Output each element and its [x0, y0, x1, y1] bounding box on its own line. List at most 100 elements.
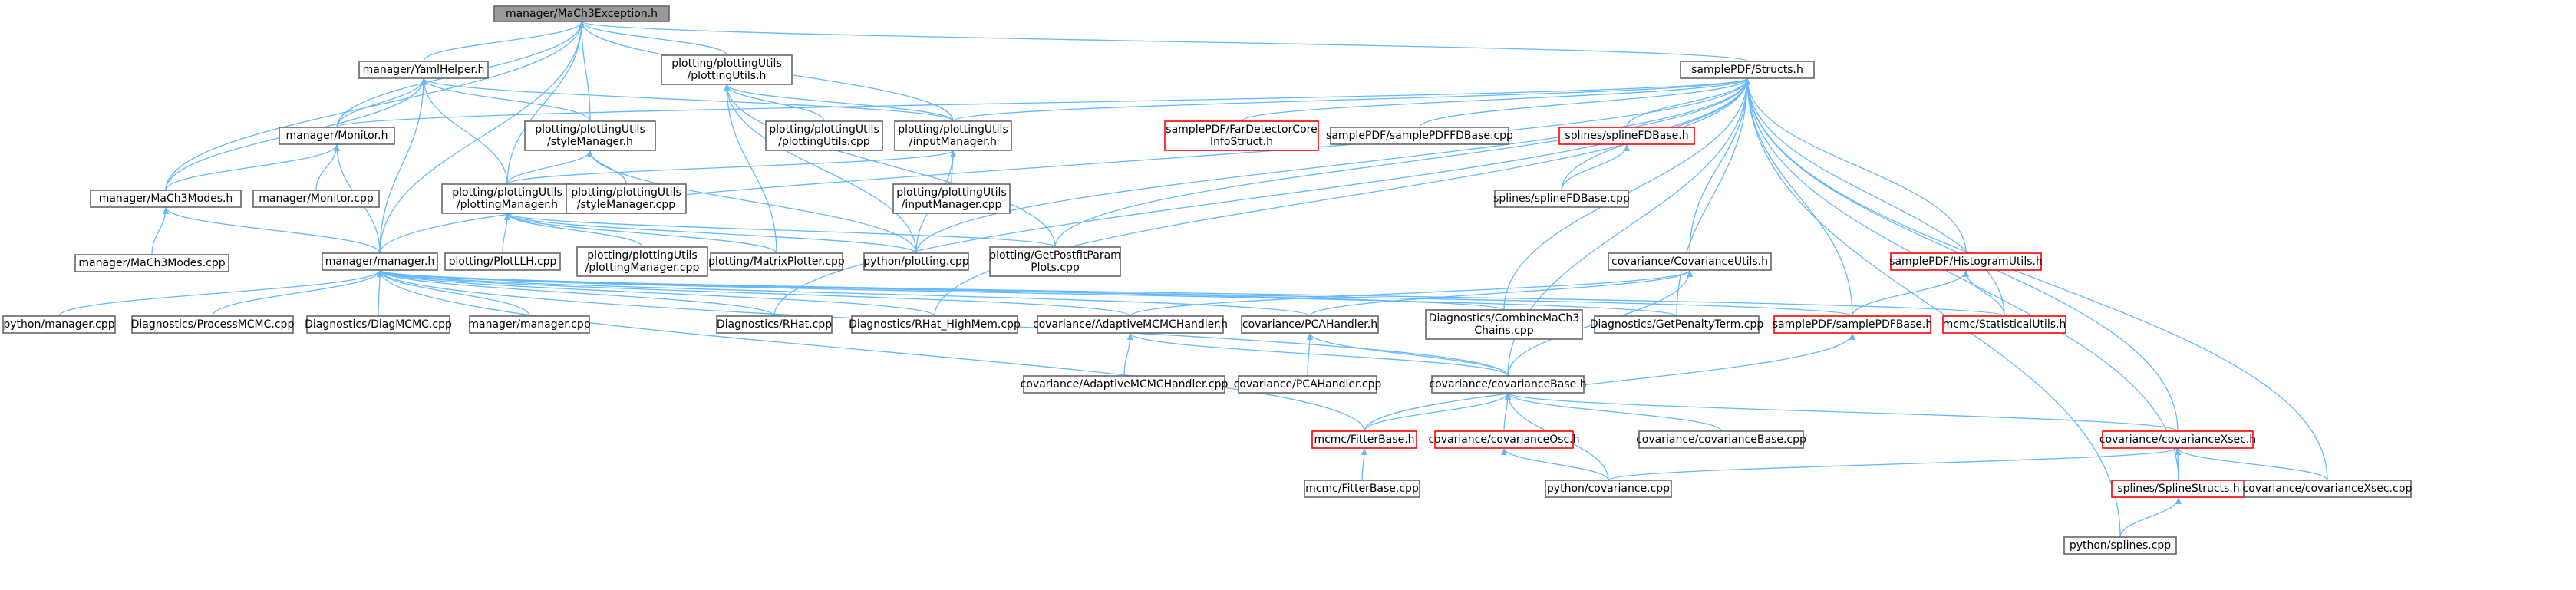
- node-covbase_h[interactable]: covariance/covarianceBase.h: [1429, 375, 1587, 394]
- node-procmcmc[interactable]: Diagnostics/ProcessMCMC.cpp: [131, 315, 295, 334]
- node-box: [1494, 190, 1629, 208]
- edge-manager_h-to-rhat: [377, 269, 775, 317]
- node-label: covariance/covarianceXsec.h: [2099, 433, 2256, 446]
- edge-structs-to-fardet: [1241, 77, 1750, 122]
- node-monitor_h[interactable]: manager/Monitor.h: [279, 127, 395, 145]
- node-label: manager/MaCh3Exception.h: [506, 8, 658, 20]
- node-box: [1304, 480, 1420, 498]
- node-box: [1311, 430, 1417, 449]
- node-label: covariance/covarianceOsc.h: [1428, 433, 1579, 446]
- node-box: [90, 190, 242, 208]
- node-label: Diagnostics/CombineMaCh3: [1429, 312, 1579, 325]
- node-sm_cpp[interactable]: plotting/plottingUtils/styleManager.cpp: [566, 183, 687, 214]
- node-box: [1545, 480, 1672, 498]
- node-box: [989, 246, 1121, 277]
- node-box: [892, 183, 1011, 214]
- node-spdfbase_h[interactable]: samplePDF/samplePDFBase.h: [1773, 315, 1932, 334]
- node-monitor_cpp[interactable]: manager/Monitor.cpp: [252, 190, 380, 208]
- node-label: plotting/plottingUtils: [769, 124, 879, 136]
- node-adaptive_h[interactable]: covariance/AdaptiveMCMCHandler.h: [1033, 315, 1228, 334]
- edge-structs-to-pysplines: [1744, 77, 2121, 538]
- node-modes_cpp[interactable]: manager/MaCh3Modes.cpp: [74, 254, 229, 272]
- edge-yamlhelper-to-sm_h: [421, 77, 591, 122]
- node-box: [863, 252, 969, 271]
- node-covxsec_cpp[interactable]: covariance/covarianceXsec.cpp: [2243, 480, 2413, 498]
- node-matrixplotter[interactable]: plotting/MatrixPlotter.cpp: [708, 252, 845, 271]
- node-box: [1330, 127, 1509, 145]
- node-yamlhelper[interactable]: manager/YamlHelper.h: [358, 61, 489, 79]
- node-im_h[interactable]: plotting/plottingUtils/inputManager.h: [894, 120, 1012, 151]
- edge-manager_h-to-pymanager: [58, 269, 383, 317]
- edge-structs-to-rhat_hm: [934, 77, 1750, 317]
- node-label: covariance/CovarianceUtils.h: [1611, 255, 1768, 268]
- node-label: plotting/plottingUtils: [898, 124, 1008, 136]
- nodes-layer: manager/MaCh3Exception.h manager/YamlHelp…: [2, 5, 2413, 555]
- node-rhat_hm[interactable]: Diagnostics/RHat_HighMem.cpp: [849, 315, 1021, 334]
- edge-monitor_h-to-modes_h: [165, 143, 340, 191]
- node-box: [2102, 430, 2254, 449]
- node-label: python/plotting.cpp: [863, 255, 969, 268]
- node-splinefd_h[interactable]: splines/splineFDBase.h: [1558, 127, 1695, 145]
- node-box: [1434, 430, 1574, 449]
- edge-pu_h-to-getpostfit: [724, 84, 1056, 248]
- node-box: [2, 315, 116, 334]
- node-diagmcmc[interactable]: Diagnostics/DiagMCMC.cpp: [305, 315, 452, 334]
- node-rhat[interactable]: Diagnostics/RHat.cpp: [716, 315, 833, 334]
- node-statutils[interactable]: mcmc/StatisticalUtils.h: [1942, 315, 2066, 334]
- node-covbase_cpp[interactable]: covariance/covarianceBase.cpp: [1636, 430, 1806, 449]
- node-pu_h[interactable]: plotting/plottingUtils/plottingUtils.h: [661, 54, 793, 85]
- node-pm_h[interactable]: plotting/plottingUtils/plottingManager.h: [441, 183, 573, 214]
- node-plotllh[interactable]: plotting/PlotLLH.cpp: [444, 252, 561, 271]
- edge-pm_h-to-getpostfit: [504, 213, 1056, 248]
- node-pca_h[interactable]: covariance/PCAHandler.h: [1241, 315, 1379, 334]
- node-pycov[interactable]: python/covariance.cpp: [1545, 480, 1672, 498]
- node-pyplotting[interactable]: python/plotting.cpp: [863, 252, 969, 271]
- node-covutils[interactable]: covariance/CovarianceUtils.h: [1608, 252, 1772, 271]
- node-histutils[interactable]: samplePDF/HistogramUtils.h: [1889, 252, 2043, 271]
- node-label: plotting/GetPostfitParam: [989, 249, 1121, 262]
- node-label: covariance/AdaptiveMCMCHandler.cpp: [1021, 378, 1229, 391]
- node-covxsec_h[interactable]: covariance/covarianceXsec.h: [2099, 430, 2256, 449]
- node-im_cpp[interactable]: plotting/plottingUtils/inputManager.cpp: [892, 183, 1011, 214]
- node-pymanager[interactable]: python/manager.cpp: [2, 315, 116, 334]
- node-splinefd_cpp[interactable]: splines/splineFDBase.cpp: [1493, 190, 1630, 208]
- node-fitterbase_cpp[interactable]: mcmc/FitterBase.cpp: [1304, 480, 1420, 498]
- node-spfdbase_cpp[interactable]: samplePDF/samplePDFFDBase.cpp: [1326, 127, 1513, 145]
- node-sm_h[interactable]: plotting/plottingUtils/styleManager.h: [524, 120, 656, 151]
- node-pysplines[interactable]: python/splines.cpp: [2063, 536, 2177, 555]
- edge-covbase_h-to-covosc_h: [1503, 392, 1511, 432]
- edge-root-to-modes_h: [165, 21, 585, 191]
- node-pm_cpp[interactable]: plotting/plottingUtils/plottingManager.c…: [576, 246, 708, 277]
- edge-root-to-pm_h: [506, 21, 585, 185]
- node-box: [74, 254, 229, 272]
- node-manager_h[interactable]: manager/manager.h: [322, 252, 438, 271]
- node-label: plotting/plottingUtils: [452, 186, 562, 199]
- node-structs[interactable]: samplePDF/Structs.h: [1680, 61, 1815, 79]
- edge-pu_h-to-pu_cpp: [724, 84, 825, 122]
- node-manager_cpp[interactable]: manager/manager.cpp: [468, 315, 591, 334]
- node-penalty[interactable]: Diagnostics/GetPenaltyTerm.cpp: [1590, 315, 1764, 334]
- node-box: [252, 190, 380, 208]
- edge-covbase_h-to-covbase_cpp: [1505, 392, 1722, 432]
- edge-covbase_h-to-fitterbase_h: [1364, 392, 1511, 432]
- node-label: /inputManager.h: [909, 136, 997, 148]
- edge-splinefd_h-to-splinefd_cpp: [1561, 143, 1630, 191]
- node-fitterbase_h[interactable]: mcmc/FitterBase.h: [1311, 430, 1417, 449]
- node-adaptive_cpp[interactable]: covariance/AdaptiveMCMCHandler.cpp: [1021, 375, 1229, 394]
- node-modes_h[interactable]: manager/MaCh3Modes.h: [90, 190, 242, 208]
- node-covosc_h[interactable]: covariance/covarianceOsc.h: [1428, 430, 1580, 449]
- node-label: /plottingUtils.cpp: [778, 136, 870, 148]
- edge-manager_h-to-diagmcmc: [376, 269, 383, 317]
- node-pca_cpp[interactable]: covariance/PCAHandler.cpp: [1234, 375, 1382, 394]
- node-splinestructs[interactable]: splines/SplineStructs.h: [2111, 480, 2246, 498]
- node-box: [1773, 315, 1931, 334]
- node-label: plotting/plottingUtils: [535, 124, 645, 136]
- node-box: [279, 127, 395, 145]
- node-box: [1558, 127, 1695, 145]
- node-pu_cpp[interactable]: plotting/plottingUtils/plottingUtils.cpp: [765, 120, 883, 151]
- edge-structs-to-manager_h: [379, 77, 1750, 254]
